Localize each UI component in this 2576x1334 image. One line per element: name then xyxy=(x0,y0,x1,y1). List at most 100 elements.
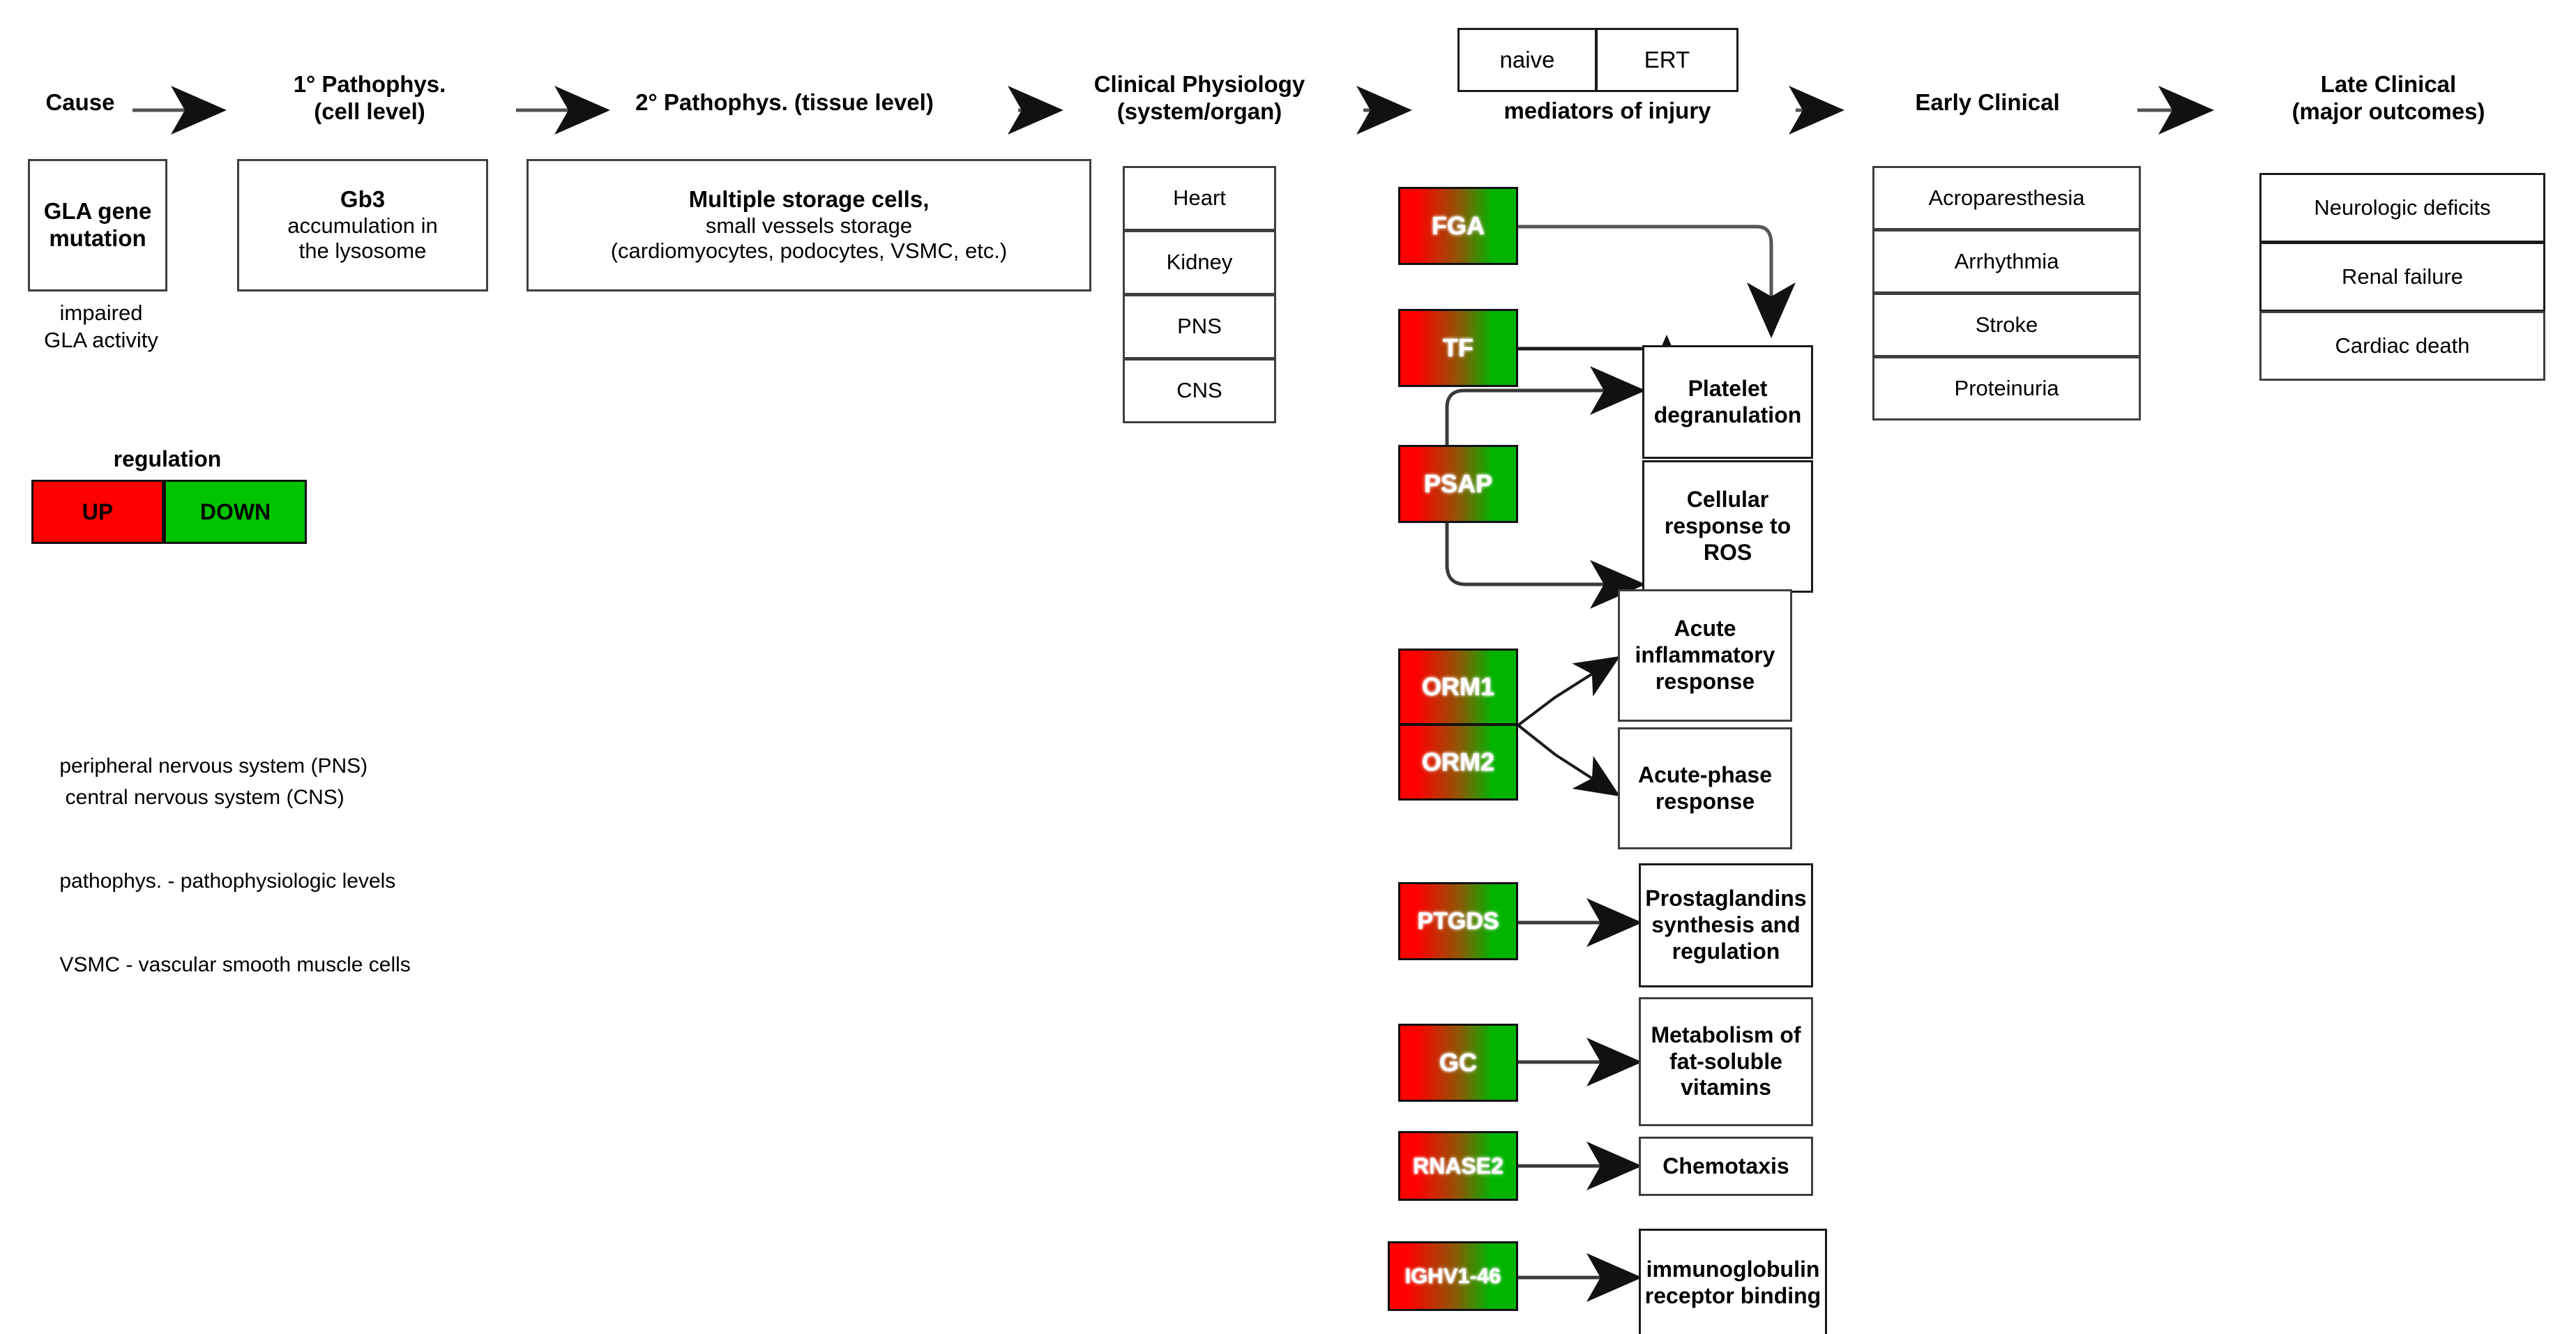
flow-header-late-line1: Late Clinical xyxy=(2320,71,2457,97)
process-prostaglandins-line3: regulation xyxy=(1672,938,1780,964)
process-vitamins-line2: fat-soluble xyxy=(1669,1048,1782,1074)
abbrev-vsmc: VSMC - vascular smooth muscle cells xyxy=(36,920,411,1010)
gene-box-psap: PSAP xyxy=(1398,445,1518,523)
gene-box-rnase2: RNASE2 xyxy=(1398,1131,1518,1201)
abbrev-pathophys-text: pathophys. - pathophysiologic levels xyxy=(59,869,396,893)
process-acutephase-line1: Acute-phase xyxy=(1637,761,1773,787)
secondary-box-line2: (cardiomyocytes, podocytes, VSMC, etc.) xyxy=(610,238,1008,264)
gene-label-ighv1-46: IGHV1-46 xyxy=(1404,1264,1501,1288)
gene-box-ighv1-46: IGHV1-46 xyxy=(1388,1241,1518,1311)
gene-box-orm1: ORM1 xyxy=(1398,649,1518,725)
early-clinical-stroke-label: Stroke xyxy=(1975,312,2038,337)
cause-caption-line2: GLA activity xyxy=(44,327,158,352)
clinphys-item-pns: PNS xyxy=(1123,294,1276,359)
secondary-box-title: Multiple storage cells, xyxy=(688,185,930,212)
treatment-ert-box: ERT xyxy=(1596,28,1738,92)
late-clinical-item-cardiac: Cardiac death xyxy=(2259,311,2545,381)
late-clinical-renal-label: Renal failure xyxy=(2341,264,2464,289)
legend-title: regulation xyxy=(28,446,307,473)
flow-header-cause-line1: Cause xyxy=(45,89,115,115)
abbrev-pns-text: peripheral nervous system (PNS) xyxy=(59,754,368,778)
primary-box-title: Gb3 xyxy=(340,185,386,212)
process-prostaglandins-line2: synthesis and xyxy=(1651,912,1801,938)
treatment-naive-label: naive xyxy=(1499,46,1555,73)
flow-header-early-line1: Early Clinical xyxy=(1915,89,2060,115)
late-clinical-item-neurologic: Neurologic deficits xyxy=(2259,173,2545,243)
clinphys-item-cns: CNS xyxy=(1123,358,1276,423)
abbrev-pns: peripheral nervous system (PNS) xyxy=(36,722,368,811)
early-clinical-acroparesthesia-label: Acroparesthesia xyxy=(1928,185,2085,210)
legend-down-swatch: DOWN xyxy=(164,480,307,544)
abbrev-cns: central nervous system (CNS) xyxy=(36,753,344,842)
gene-box-fga: FGA xyxy=(1398,187,1518,265)
early-clinical-item-proteinuria: Proteinuria xyxy=(1872,356,2141,420)
clinphys-item-kidney: Kidney xyxy=(1123,230,1276,295)
process-ros-line3: ROS xyxy=(1703,539,1752,565)
process-platelet-line2: degranulation xyxy=(1653,402,1802,427)
primary-pathophys-box: Gb3 accumulation in the lysosome xyxy=(237,159,488,291)
flow-header-early-clinical: Early Clinical xyxy=(1841,89,2134,116)
process-acutephase-line2: response xyxy=(1655,788,1755,814)
flow-header-late-line2: (major outcomes) xyxy=(2291,98,2485,124)
process-box-inflammatory: Acute inflammatory response xyxy=(1618,589,1792,722)
cause-caption: impaired GLA activity xyxy=(28,300,174,354)
early-clinical-proteinuria-label: Proteinuria xyxy=(1954,375,2059,400)
flow-header-primary-line1: 1° Pathophys. xyxy=(293,71,446,97)
flow-header-secondary: 2° Pathophys. (tissue level) xyxy=(551,89,1018,116)
early-clinical-item-arrhythmia: Arrhythmia xyxy=(1872,229,2141,294)
flow-header-late-clinical: Late Clinical (major outcomes) xyxy=(2232,71,2545,126)
flow-header-mediators-line1: mediators of injury xyxy=(1503,98,1711,123)
early-clinical-item-acroparesthesia: Acroparesthesia xyxy=(1872,166,2141,230)
secondary-pathophys-box: Multiple storage cells, small vessels st… xyxy=(526,159,1091,291)
process-immunoglobulin-line2: receptor binding xyxy=(1644,1282,1821,1308)
clinphys-cns-label: CNS xyxy=(1176,378,1222,403)
legend-down-label: DOWN xyxy=(199,499,271,524)
process-box-chemotaxis: Chemotaxis xyxy=(1639,1137,1813,1196)
flow-header-clinical-physiology: Clinical Physiology (system/organ) xyxy=(1060,71,1339,126)
flow-header-cause: Cause xyxy=(28,89,132,116)
early-clinical-item-stroke: Stroke xyxy=(1872,293,2141,357)
flow-header-clinphys-line2: (system/organ) xyxy=(1116,98,1282,124)
clinphys-pns-label: PNS xyxy=(1177,314,1222,339)
process-box-prostaglandins: Prostaglandins synthesis and regulation xyxy=(1639,863,1813,987)
cause-box-line2: mutation xyxy=(49,225,146,251)
gene-box-ptgds: PTGDS xyxy=(1398,882,1518,960)
legend-up-label: UP xyxy=(82,499,114,524)
abbrev-cns-text: central nervous system (CNS) xyxy=(59,785,344,809)
process-box-immunoglobulin: immunoglobulin receptor binding xyxy=(1639,1229,1827,1334)
process-box-acute-phase: Acute-phase response xyxy=(1618,727,1792,849)
gene-label-tf: TF xyxy=(1443,333,1473,362)
cause-box: GLA gene mutation xyxy=(28,159,167,291)
abbrev-vsmc-text: VSMC - vascular smooth muscle cells xyxy=(59,953,411,976)
primary-box-line2: the lysosome xyxy=(298,238,427,264)
process-inflammatory-line2: inflammatory xyxy=(1635,642,1775,668)
clinphys-item-heart: Heart xyxy=(1123,166,1276,231)
process-vitamins-line3: vitamins xyxy=(1681,1075,1771,1100)
clinphys-kidney-label: Kidney xyxy=(1166,250,1233,275)
process-chemotaxis-line1: Chemotaxis xyxy=(1662,1153,1789,1178)
cause-box-line1: GLA gene xyxy=(43,198,152,225)
flow-header-clinphys-line1: Clinical Physiology xyxy=(1093,71,1305,97)
process-prostaglandins-line1: Prostaglandins xyxy=(1645,886,1807,911)
gene-label-ptgds: PTGDS xyxy=(1417,907,1499,934)
process-platelet-line1: Platelet xyxy=(1688,375,1768,401)
gene-label-orm2: ORM2 xyxy=(1421,748,1494,776)
process-box-vitamins: Metabolism of fat-soluble vitamins xyxy=(1639,997,1813,1126)
gene-label-psap: PSAP xyxy=(1423,469,1493,498)
treatment-ert-label: ERT xyxy=(1644,46,1690,73)
gene-label-fga: FGA xyxy=(1432,211,1485,240)
process-inflammatory-line3: response xyxy=(1655,668,1755,694)
flow-header-mediators: mediators of injury xyxy=(1437,98,1778,125)
clinphys-heart-label: Heart xyxy=(1173,185,1226,211)
gene-box-gc: GC xyxy=(1398,1024,1518,1102)
process-ros-line1: Cellular xyxy=(1686,487,1769,513)
cause-caption-line1: impaired xyxy=(59,301,143,325)
gene-box-tf: TF xyxy=(1398,309,1518,387)
late-clinical-cardiac-label: Cardiac death xyxy=(2335,333,2470,358)
legend-title-label: regulation xyxy=(113,446,222,471)
secondary-box-line1: small vessels storage xyxy=(705,213,913,238)
process-inflammatory-line1: Acute xyxy=(1674,616,1736,642)
process-vitamins-line1: Metabolism of xyxy=(1651,1022,1801,1047)
legend-up-swatch: UP xyxy=(31,480,164,544)
